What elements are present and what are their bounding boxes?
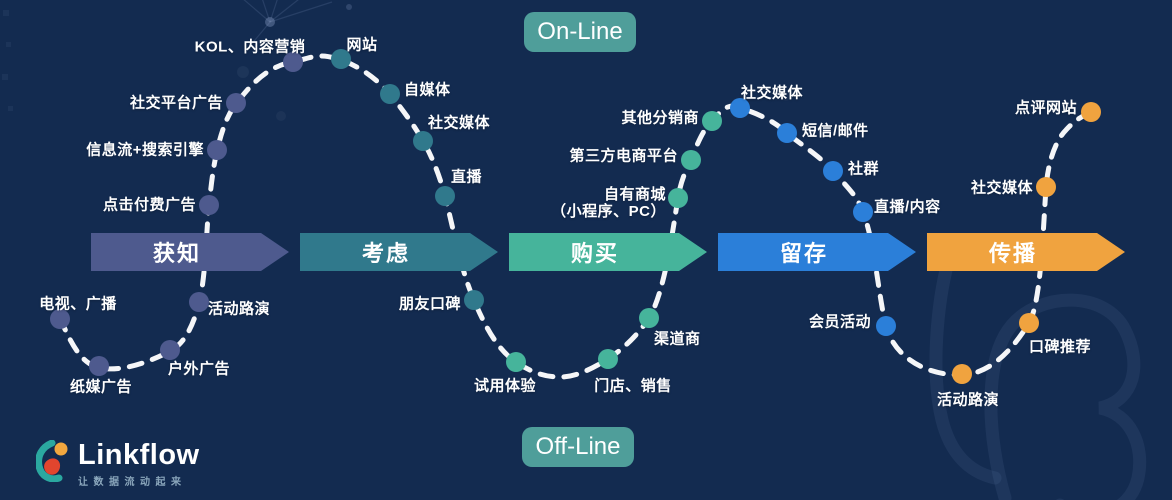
touchpoint-dot bbox=[160, 340, 180, 360]
logo-tagline: 让数据流动起来 bbox=[78, 477, 187, 488]
touchpoint-dot bbox=[681, 150, 701, 170]
touchpoint-dot bbox=[598, 349, 618, 369]
stage-banner-advocacy: 传播 bbox=[927, 233, 1125, 271]
touchpoint-dot bbox=[1081, 102, 1101, 122]
touchpoint-dot bbox=[730, 98, 750, 118]
linkflow-watermark bbox=[929, 255, 1147, 500]
offline-badge: Off-Line bbox=[522, 427, 634, 467]
touchpoint-dot bbox=[283, 52, 303, 72]
linkflow-logo-text: Linkflow 让数据流动起来 bbox=[78, 440, 200, 488]
touchpoint-dot bbox=[668, 188, 688, 208]
touchpoint-dot bbox=[435, 186, 455, 206]
touchpoint-dot bbox=[89, 356, 109, 376]
logo-name: Linkflow bbox=[78, 439, 200, 471]
touchpoint-dot bbox=[639, 308, 659, 328]
touchpoint-dot bbox=[1019, 313, 1039, 333]
network-node-decoration bbox=[346, 4, 352, 10]
stage-banner-awareness: 获知 bbox=[91, 233, 289, 271]
touchpoint-dot bbox=[199, 195, 219, 215]
touchpoint-dot bbox=[207, 140, 227, 160]
touchpoint-dot bbox=[876, 316, 896, 336]
touchpoint-dot bbox=[50, 309, 70, 329]
bokeh-dot-decoration bbox=[237, 66, 249, 78]
touchpoint-dots bbox=[50, 49, 1101, 384]
touchpoint-dot bbox=[413, 131, 433, 151]
touchpoint-dot bbox=[777, 123, 797, 143]
edge-dots-decoration bbox=[2, 10, 13, 111]
linkflow-logo: Linkflow 让数据流动起来 bbox=[36, 440, 200, 488]
bokeh-dot-decoration bbox=[781, 91, 791, 101]
touchpoint-dot bbox=[380, 84, 400, 104]
stage-banner-purchase: 购买 bbox=[509, 233, 707, 271]
touchpoint-dot bbox=[702, 111, 722, 131]
touchpoint-dot bbox=[853, 202, 873, 222]
stage-banner-retention: 留存 bbox=[718, 233, 916, 271]
touchpoint-dot bbox=[331, 49, 351, 69]
touchpoint-dot bbox=[464, 290, 484, 310]
linkflow-logo-icon bbox=[36, 440, 68, 482]
bokeh-dot-decoration bbox=[276, 111, 286, 121]
touchpoint-dot bbox=[506, 352, 526, 372]
touchpoint-dot bbox=[226, 93, 246, 113]
touchpoint-dot bbox=[823, 161, 843, 181]
stage-banner-consideration: 考虑 bbox=[300, 233, 498, 271]
network-node-decoration bbox=[265, 17, 275, 27]
online-badge: On-Line bbox=[524, 12, 636, 52]
touchpoint-dot bbox=[1036, 177, 1056, 197]
touchpoint-dot bbox=[952, 364, 972, 384]
touchpoint-dot bbox=[189, 292, 209, 312]
network-lines-decoration bbox=[243, 0, 333, 47]
journey-dashed-path bbox=[57, 53, 1094, 380]
